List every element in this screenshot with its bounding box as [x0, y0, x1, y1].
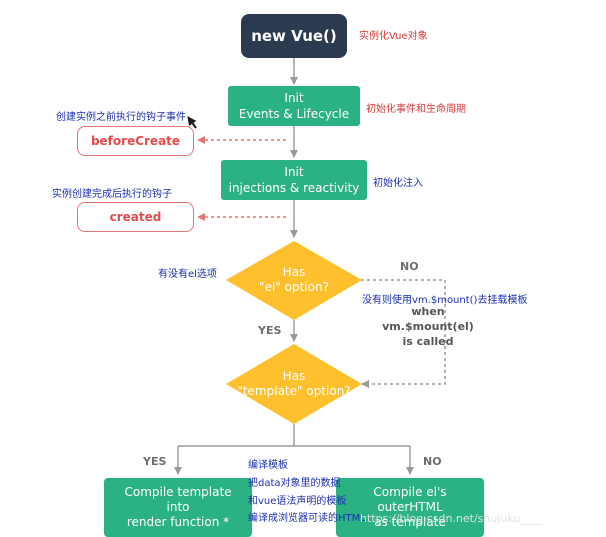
annotation-has-el: 有没有el选项	[158, 269, 217, 280]
compile-el-node: Compile el's outerHTML as template	[336, 478, 484, 537]
compile-note-3: 和vue语法声明的模板	[248, 496, 347, 507]
branch-no-template: NO	[423, 455, 442, 468]
init-events-line1: Init	[284, 91, 304, 105]
annotation-init-events: 初始化事件和生命周期	[366, 104, 466, 115]
no-branch-path	[361, 279, 446, 388]
annotation-pointer-arrow	[187, 116, 197, 129]
created-hook: created	[77, 202, 194, 232]
has-template-line1: Has	[282, 369, 306, 383]
has-template-label: Has "template" option?	[226, 364, 362, 404]
annotation-no-el-mount: 没有则使用vm.$mount()去挂载模板	[362, 295, 528, 306]
branch-no-el: NO	[400, 260, 419, 273]
watermark-text: https://blog.csdn.net/shujuku____	[360, 512, 543, 525]
has-el-label: Has "el" option?	[236, 260, 352, 300]
branch-yes-template: YES	[143, 455, 167, 468]
when-line3: is called	[402, 334, 454, 348]
compile-template-line3: render function *	[126, 515, 230, 529]
init-events-line2: Events & Lifecycle	[238, 107, 350, 121]
has-el-diamond	[226, 241, 362, 320]
init-injections-line2: injections & reactivity	[228, 181, 360, 195]
before-create-hook: beforeCreate	[77, 126, 194, 156]
init-injections-line1: Init	[284, 165, 304, 179]
has-template-diamond	[226, 344, 362, 424]
created-label: created	[109, 210, 162, 224]
annotation-instantiate: 实例化Vue对象	[359, 31, 428, 42]
when-line2: vm.$mount(el)	[382, 319, 474, 333]
compile-el-line2: outerHTML	[377, 500, 443, 514]
branch-yes-el: YES	[258, 324, 282, 337]
compile-el-line1: Compile el's	[373, 485, 447, 499]
split-path	[178, 424, 410, 447]
has-el-line1: Has	[282, 265, 306, 279]
compile-note-2: 把data对象里的数据	[248, 478, 341, 489]
init-events-node: Init Events & Lifecycle	[228, 86, 360, 126]
compile-template-node: Compile template into render function *	[104, 478, 252, 537]
annotation-init-injection: 初始化注入	[373, 178, 423, 189]
annotation-created: 实例创建完成后执行的钩子	[52, 189, 172, 200]
init-injections-node: Init injections & reactivity	[221, 160, 367, 200]
when-mount-text: when vm.$mount(el) is called	[368, 303, 488, 349]
compile-template-line1: Compile template	[124, 485, 232, 499]
has-el-line2: "el" option?	[259, 280, 329, 294]
compile-note-1: 编译模板	[248, 460, 288, 471]
new-vue-label: new Vue()	[251, 27, 337, 45]
when-line1: when	[411, 304, 445, 318]
before-create-label: beforeCreate	[90, 134, 181, 148]
compile-el-line3: as template	[374, 515, 446, 529]
new-vue-node: new Vue()	[241, 14, 347, 58]
compile-note-4: 编译成浏览器可读的HTML	[248, 513, 366, 524]
annotation-before-create: 创建实例之前执行的钩子事件	[56, 112, 186, 123]
has-template-line2: "template" option?	[237, 384, 351, 398]
compile-template-line2: into	[166, 500, 190, 514]
